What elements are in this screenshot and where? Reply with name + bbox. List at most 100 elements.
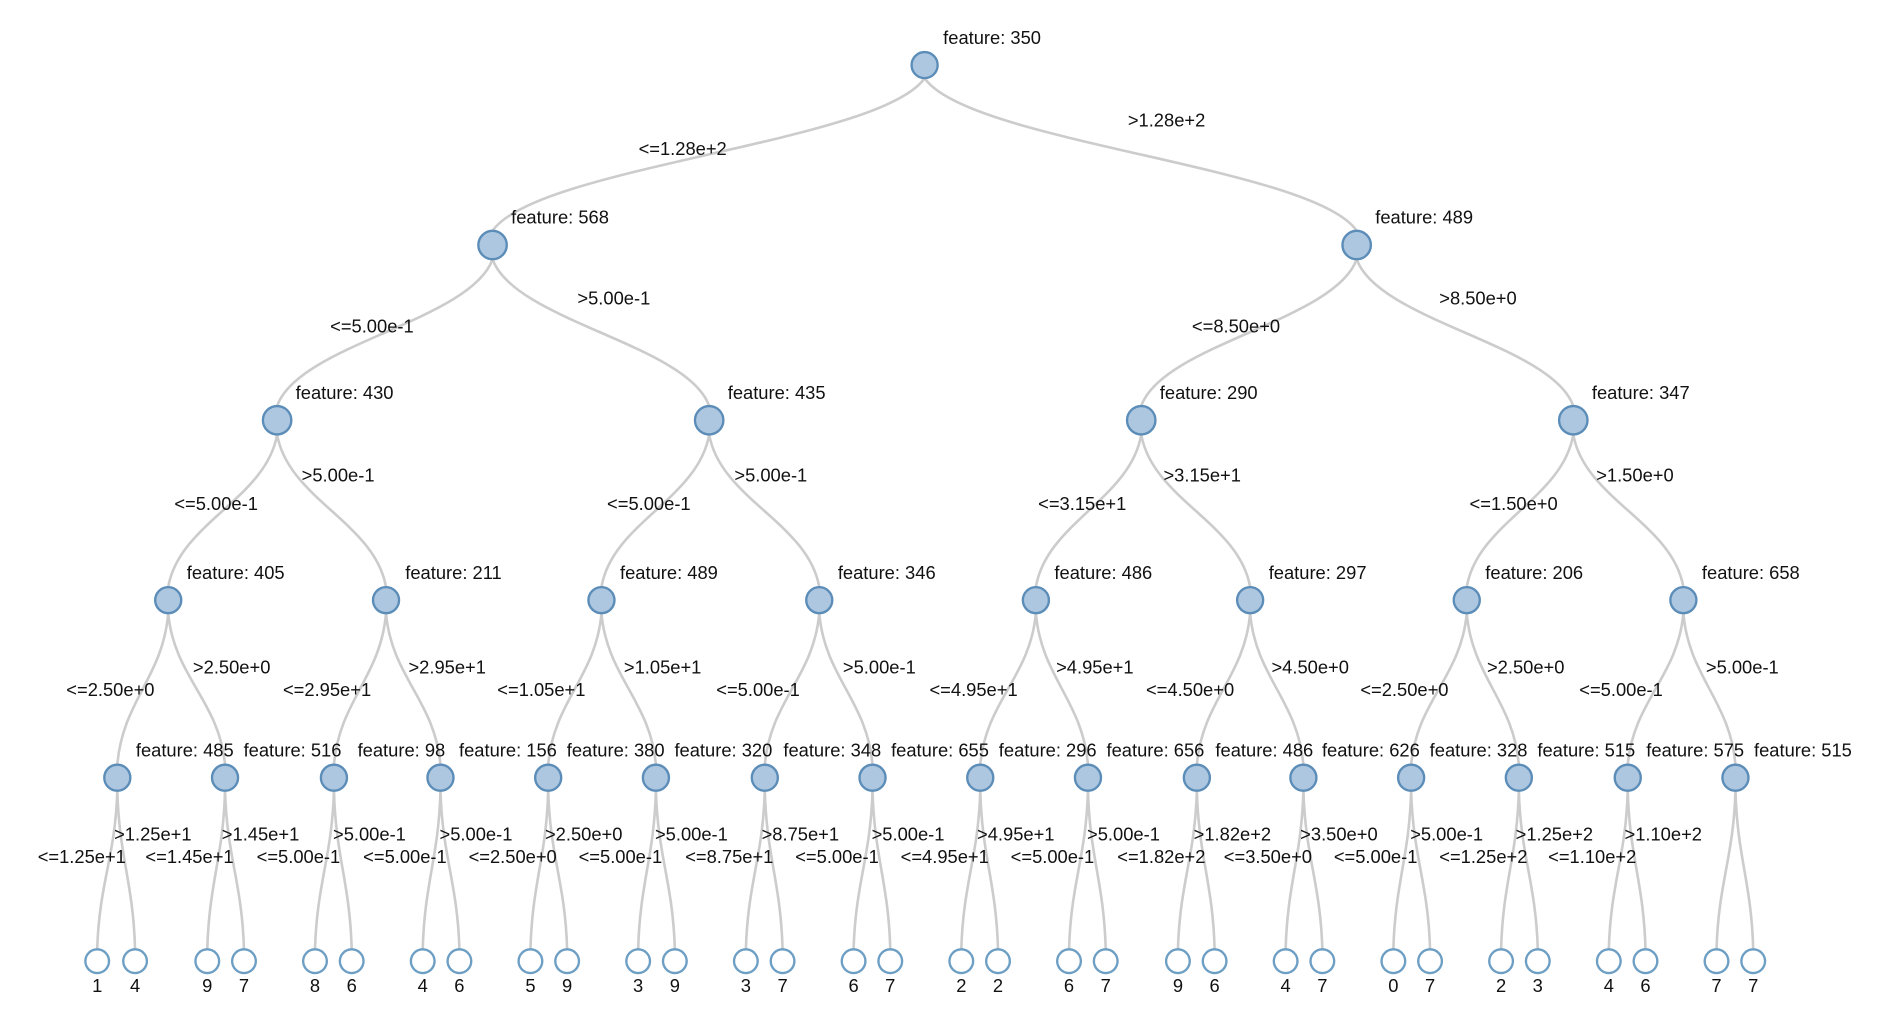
leaf-circle-icon[interactable] [1595,948,1622,975]
node-circle-icon[interactable] [1182,763,1212,792]
tree-node[interactable]: feature: 348 [750,739,881,792]
tree-leaf[interactable]: 9 [194,948,221,996]
node-circle-icon[interactable] [103,763,132,792]
tree-node[interactable]: feature: 486 [1182,739,1313,792]
node-circle-icon[interactable] [641,763,671,792]
node-circle-icon[interactable] [1341,229,1373,261]
node-circle-icon[interactable] [1452,585,1481,615]
node-circle-icon[interactable] [587,585,616,615]
tree-leaf[interactable]: 6 [1632,948,1659,996]
leaf-circle-icon[interactable] [1380,948,1407,975]
node-circle-icon[interactable] [1721,763,1750,792]
node-circle-icon[interactable] [693,404,725,436]
tree-leaf[interactable]: 6 [338,948,365,996]
node-circle-icon[interactable] [1613,763,1642,792]
leaf-circle-icon[interactable] [732,948,759,975]
leaf-circle-icon[interactable] [1703,948,1730,975]
node-circle-icon[interactable] [910,50,939,80]
tree-node[interactable]: feature: 626 [1289,739,1420,792]
tree-node[interactable]: feature: 347 [1557,382,1690,436]
tree-node[interactable]: feature: 297 [1235,562,1367,615]
tree-node[interactable]: feature: 485 [103,739,234,792]
tree-node[interactable]: feature: 290 [1125,382,1258,436]
node-circle-icon[interactable] [533,763,563,792]
node-circle-icon[interactable] [1396,763,1426,792]
leaf-circle-icon[interactable] [194,948,221,975]
leaf-circle-icon[interactable] [1201,948,1228,975]
tree-node[interactable]: feature: 405 [154,562,285,615]
tree-leaf[interactable]: 4 [122,948,149,996]
tree-leaf[interactable]: 3 [732,948,759,996]
tree-node[interactable]: feature: 320 [641,739,772,792]
leaf-circle-icon[interactable] [1056,948,1083,975]
leaf-circle-icon[interactable] [984,948,1012,975]
tree-node[interactable]: feature: 350 [910,27,1041,80]
leaf-circle-icon[interactable] [338,948,365,975]
tree-leaf[interactable]: 2 [984,948,1012,996]
leaf-circle-icon[interactable] [948,948,975,975]
node-circle-icon[interactable] [858,763,887,792]
leaf-circle-icon[interactable] [1272,948,1299,975]
tree-leaf[interactable]: 4 [1272,948,1299,996]
node-circle-icon[interactable] [1235,585,1265,615]
tree-leaf[interactable]: 6 [1056,948,1083,996]
leaf-circle-icon[interactable] [409,948,436,975]
node-circle-icon[interactable] [966,763,995,792]
node-circle-icon[interactable] [805,585,834,615]
tree-node[interactable]: feature: 98 [319,739,445,792]
node-circle-icon[interactable] [261,404,293,436]
tree-leaf[interactable]: 8 [301,948,329,996]
tree-leaf[interactable]: 0 [1380,948,1407,996]
tree-leaf[interactable]: 9 [554,948,581,996]
leaf-circle-icon[interactable] [1524,948,1551,975]
tree-node[interactable]: feature: 430 [261,382,394,436]
tree-leaf[interactable]: 6 [1201,948,1228,996]
leaf-circle-icon[interactable] [661,948,688,975]
leaf-circle-icon[interactable] [1092,948,1119,975]
tree-node[interactable]: feature: 655 [858,739,989,792]
leaf-circle-icon[interactable] [1164,948,1191,975]
tree-leaf[interactable]: 3 [625,948,652,996]
node-circle-icon[interactable] [477,229,508,261]
leaf-circle-icon[interactable] [1309,948,1336,975]
leaf-circle-icon[interactable] [84,948,111,975]
leaf-circle-icon[interactable] [446,948,473,975]
leaf-circle-icon[interactable] [122,948,149,975]
tree-node[interactable]: feature: 658 [1669,562,1800,615]
tree-leaf[interactable]: 4 [1595,948,1622,996]
leaf-circle-icon[interactable] [877,948,904,975]
tree-leaf[interactable]: 2 [948,948,975,996]
node-circle-icon[interactable] [426,763,455,792]
leaf-circle-icon[interactable] [1417,948,1444,975]
tree-node[interactable]: feature: 486 [1021,562,1152,615]
tree-node[interactable]: feature: 211 [371,562,502,615]
tree-leaf[interactable]: 3 [1524,948,1551,996]
tree-leaf[interactable]: 7 [877,948,904,996]
tree-node[interactable]: feature: 516 [210,739,341,792]
tree-leaf[interactable]: 9 [661,948,688,996]
leaf-circle-icon[interactable] [517,948,544,975]
leaf-circle-icon[interactable] [1632,948,1659,975]
tree-node[interactable]: feature: 380 [533,739,665,792]
tree-node[interactable]: feature: 489 [587,562,718,615]
tree-node[interactable]: feature: 328 [1396,739,1528,792]
leaf-circle-icon[interactable] [840,948,867,975]
leaf-circle-icon[interactable] [554,948,581,975]
tree-leaf[interactable]: 2 [1488,948,1515,996]
node-circle-icon[interactable] [1125,404,1157,436]
tree-leaf[interactable]: 5 [517,948,544,996]
tree-node[interactable]: feature: 156 [426,739,557,792]
tree-node[interactable]: feature: 206 [1452,562,1583,615]
leaf-circle-icon[interactable] [769,948,796,975]
tree-leaf[interactable]: 9 [1164,948,1191,996]
leaf-circle-icon[interactable] [230,948,257,975]
tree-node[interactable]: feature: 489 [1341,207,1473,261]
tree-node[interactable]: feature: 346 [805,562,936,615]
node-circle-icon[interactable] [319,763,349,792]
node-circle-icon[interactable] [750,763,780,792]
node-circle-icon[interactable] [371,585,401,615]
tree-node[interactable]: feature: 575 [1613,739,1744,792]
tree-node[interactable]: feature: 435 [693,382,826,436]
node-circle-icon[interactable] [1073,763,1103,792]
leaf-circle-icon[interactable] [625,948,652,975]
